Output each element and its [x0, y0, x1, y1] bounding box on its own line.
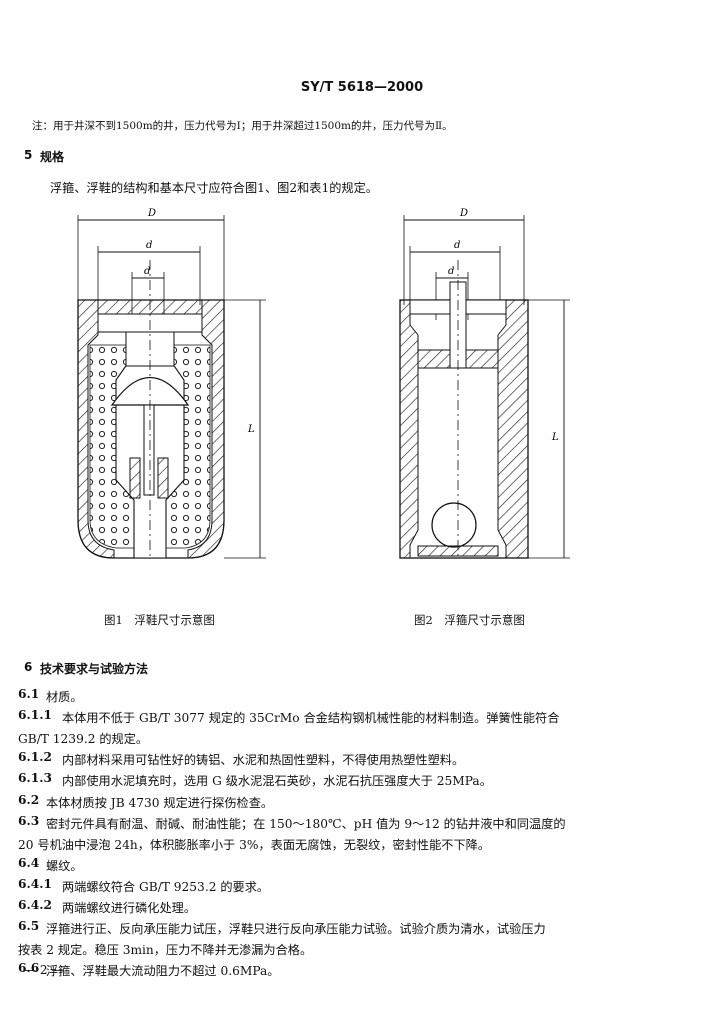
clause-number: 6.5: [18, 919, 40, 933]
fig2-D-label: D: [459, 208, 468, 219]
clause-number: 6.1.1: [18, 708, 52, 722]
clause-text: 两端螺纹进行磷化处理。: [62, 901, 197, 915]
fig1-L-label: L: [247, 424, 255, 435]
section-6-number: 6: [24, 660, 33, 674]
figure-1-float-shoe-diagram: D d d L: [77, 208, 266, 559]
clause-text: 螺纹。: [46, 859, 83, 873]
clause-text: GB/T 1239.2 的规定。: [18, 732, 149, 746]
clause-number: 6.3: [18, 814, 40, 828]
clause-text: 两端螺纹符合 GB/T 9253.2 的要求。: [62, 880, 270, 894]
clause-number: 6.6: [18, 961, 40, 975]
fig2-d-inner-label: d: [448, 266, 454, 277]
clause-number: 6.1: [18, 687, 40, 701]
clause-text: 材质。: [46, 690, 83, 704]
clause-number: 6.4: [18, 856, 40, 870]
fig2-L-label: L: [551, 432, 559, 443]
clause-number: 6.2: [18, 793, 40, 807]
clause-text: 本体材质按 JB 4730 规定进行探伤检查。: [46, 796, 274, 810]
section-5-title: 规格: [40, 150, 65, 164]
figure-2-float-collar-diagram: D d d L: [399, 208, 570, 559]
fig2-d-outer-label: d: [454, 240, 460, 251]
fig1-d-inner-label: d: [144, 266, 150, 277]
figure-1-caption: 图1 浮鞋尺寸示意图: [104, 613, 215, 627]
clause-number: 6.1.2: [18, 750, 52, 764]
figure-2-caption: 图2 浮箍尺寸示意图: [414, 613, 525, 627]
clause-text: 按表 2 规定。稳压 3min，压力不降并无渗漏为合格。: [18, 943, 313, 957]
section-6-title: 技术要求与试验方法: [40, 662, 149, 676]
page-header: SY/T 5618—2000: [300, 80, 424, 95]
clause-text: 密封元件具有耐温、耐碱、耐油性能；在 150～180℃、pH 值为 9～12 的…: [46, 817, 566, 831]
fig1-D-label: D: [147, 208, 156, 219]
clause-text: 内部材料采用可钻性好的铸铝、水泥和热固性塑料，不得使用热塑性塑料。: [62, 753, 465, 767]
section-5-number: 5: [24, 148, 33, 162]
clause-text: 20 号机油中浸泡 24h，体积膨胀率小于 3%，表面无腐蚀，无裂纹，密封性能不…: [18, 838, 491, 852]
clause-text: 内部使用水泥填充时，选用 G 级水泥混石英砂，水泥石抗压强度大于 25MPa。: [62, 774, 492, 788]
page-number: — 2 —: [24, 963, 64, 977]
fig1-d-outer-label: d: [146, 240, 152, 251]
clause-number: 6.4.2: [18, 898, 52, 912]
clause-number: 6.4.1: [18, 877, 52, 891]
clause-text: 本体用不低于 GB/T 3077 规定的 35CrMo 合金结构钢机械性能的材料…: [62, 711, 560, 725]
section-5-text: 浮箍、浮鞋的结构和基本尺寸应符合图1、图2和表1的规定。: [50, 181, 378, 195]
clause-text: 浮箍进行正、反向承压能力试压，浮鞋只进行反向承压能力试验。试验介质为清水，试验压…: [46, 922, 546, 936]
clause-text: 浮箍、浮鞋最大流动阻力不超过 0.6MPa。: [46, 964, 280, 978]
pressure-code-note: 注：用于井深不到1500m的井，压力代号为Ⅰ；用于井深超过1500m的井，压力代…: [32, 120, 453, 132]
clause-number: 6.1.3: [18, 771, 52, 785]
